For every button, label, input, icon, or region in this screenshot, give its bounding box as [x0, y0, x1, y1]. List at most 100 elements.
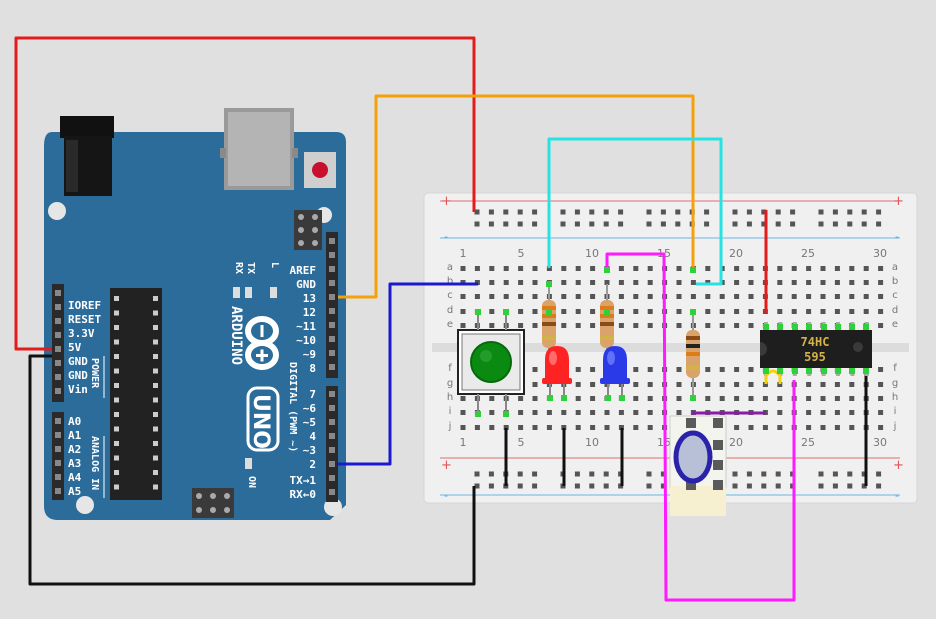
breadboard-hole [647, 266, 653, 271]
pin-marker [792, 368, 798, 374]
header-pin [329, 475, 335, 481]
chip-pin [153, 470, 158, 475]
breadboard-hole [777, 382, 783, 387]
rail-hole [589, 209, 595, 215]
rail-hole [746, 221, 752, 227]
breadboard-hole [849, 396, 855, 401]
header-pin [55, 388, 61, 394]
wire-magenta [605, 252, 796, 602]
pin-marker [835, 368, 841, 374]
rail-hole [474, 221, 480, 227]
potentiometer[interactable] [669, 415, 727, 516]
breadboard-hole [460, 425, 466, 430]
pin-label-11: ~11 [296, 320, 316, 333]
col-label-bottom: 30 [873, 436, 887, 449]
row-label-right: d [892, 305, 898, 316]
breadboard-hole [705, 382, 711, 387]
breadboard-hole [575, 266, 581, 271]
col-label-bottom: 25 [801, 436, 815, 449]
chip-pin [153, 397, 158, 403]
row-label-left: j [448, 421, 452, 432]
rail-hole [876, 483, 882, 489]
breadboard-hole [820, 396, 826, 401]
breadboard-hole [806, 382, 812, 387]
pin-label-aref: AREF [290, 264, 317, 277]
row-label-right: b [892, 276, 898, 287]
breadboard-hole [618, 410, 624, 415]
push-button[interactable] [457, 314, 525, 414]
rail-hole [732, 483, 738, 489]
breadboard-hole [676, 294, 682, 299]
breadboard-hole [734, 266, 740, 271]
rail-hole [704, 221, 710, 227]
breadboard-hole [633, 425, 639, 430]
chip-pin [114, 339, 119, 345]
rail-hole [532, 221, 538, 227]
pin-label-a1: A1 [68, 429, 82, 442]
chip-pin [153, 412, 158, 417]
rail-hole [646, 483, 652, 489]
power-section-label: POWER [89, 358, 100, 389]
row-label-left: a [447, 262, 453, 273]
rail-hole [847, 209, 853, 215]
rail-plus-top-right: + [893, 194, 904, 209]
led-label-rx: RX [233, 262, 244, 274]
chip-pin [153, 296, 158, 301]
rail-hole [704, 209, 710, 215]
header-pin [329, 238, 335, 244]
pin-marker [806, 368, 812, 374]
pin-label-7: 7 [309, 388, 316, 401]
rail-hole [474, 209, 480, 215]
header-pin [55, 474, 61, 480]
breadboard-hole [532, 396, 538, 401]
wires [14, 36, 868, 602]
breadboard-hole [820, 410, 826, 415]
breadboard-hole [791, 309, 797, 314]
led-label-l: L [269, 262, 280, 268]
rail-minus-top-left: - [444, 230, 448, 243]
breadboard-hole [604, 425, 610, 430]
breadboard-hole [532, 294, 538, 299]
breadboard-hole [748, 280, 754, 285]
breadboard-hole [748, 382, 754, 387]
breadboard-hole [575, 425, 581, 430]
breadboard-hole [690, 280, 696, 285]
breadboard-hole [518, 266, 524, 271]
row-label-left: i [449, 406, 452, 417]
header-pin [55, 360, 61, 366]
chip-pin [114, 397, 119, 403]
breadboard-hole [633, 410, 639, 415]
breadboard-hole [575, 309, 581, 314]
rail-hole [618, 209, 624, 215]
pin-marker [546, 281, 552, 287]
breadboard-hole [777, 425, 783, 430]
breadboard-hole [849, 382, 855, 387]
breadboard-hole [734, 323, 740, 328]
header-pin [329, 266, 335, 272]
pin-label-10: ~10 [296, 334, 316, 347]
rail-hole [761, 471, 767, 477]
breadboard-hole [806, 266, 812, 271]
breadboard-hole [489, 294, 495, 299]
row-label-left: d [447, 305, 453, 316]
breadboard-hole [748, 396, 754, 401]
row-label-right: g [892, 378, 898, 389]
breadboard-hole [647, 294, 653, 299]
chip-pin [114, 484, 119, 490]
rail-hole [474, 483, 480, 489]
pin-label-5v: 5V [68, 341, 82, 354]
breadboard-hole [734, 294, 740, 299]
chip-pin [114, 426, 119, 432]
rail-hole [488, 221, 494, 227]
breadboard-hole [762, 425, 768, 430]
led-label-tx: TX [245, 262, 256, 274]
breadboard-hole [676, 280, 682, 285]
breadboard-hole [489, 266, 495, 271]
breadboard-hole [734, 382, 740, 387]
reset-button-icon[interactable] [304, 152, 336, 188]
breadboard-hole [878, 425, 884, 430]
breadboard-hole [719, 367, 725, 372]
breadboard-hole [546, 425, 552, 430]
microcontroller-chip [110, 288, 162, 500]
